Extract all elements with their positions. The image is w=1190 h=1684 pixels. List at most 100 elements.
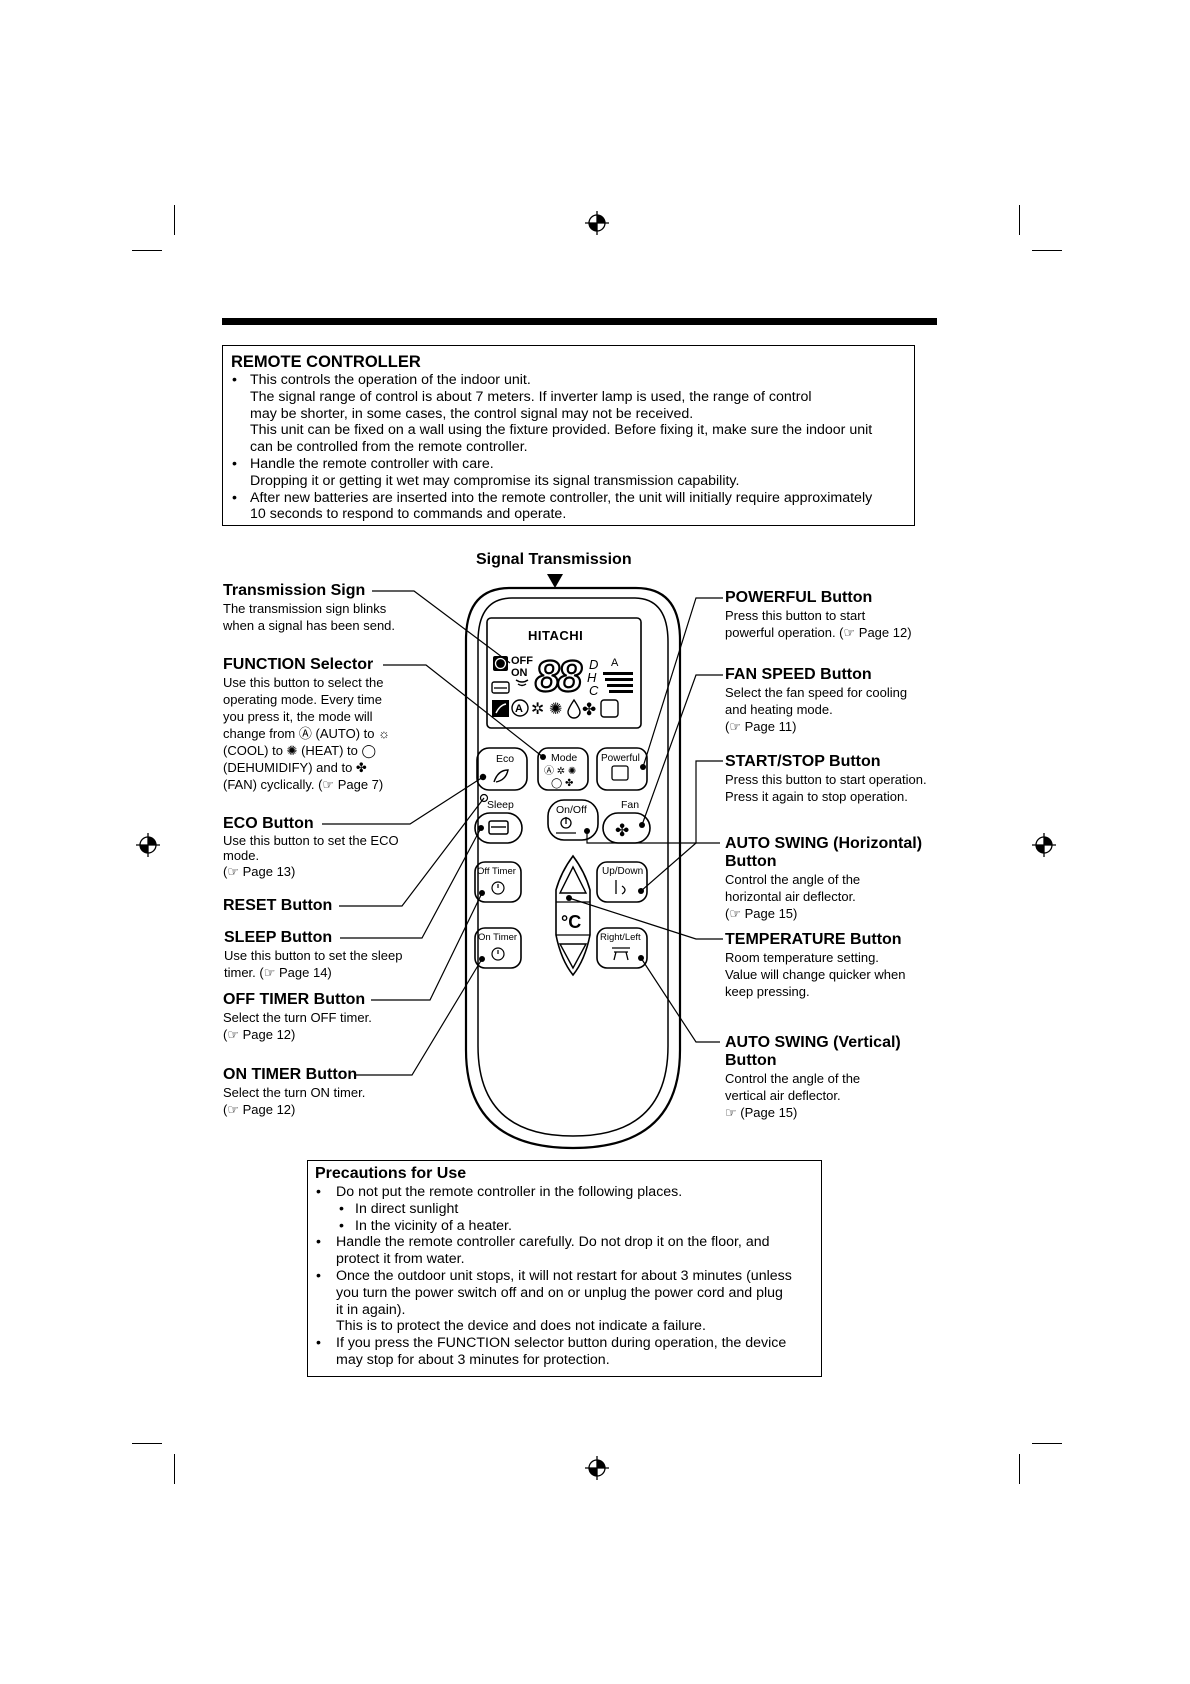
callout-text: vertical air deflector. bbox=[725, 1088, 841, 1103]
precaution-text: may stop for about 3 minutes for protect… bbox=[336, 1351, 610, 1368]
bullet: • bbox=[316, 1234, 321, 1251]
callout-title: START/STOP Button bbox=[725, 753, 881, 770]
callout-text: (☞ Page 13) bbox=[223, 864, 296, 879]
signal-transmission-label: Signal Transmission bbox=[476, 551, 632, 568]
sleep-button-label: Sleep bbox=[487, 799, 514, 811]
precaution-line: •In the vicinity of a heater. bbox=[315, 1218, 821, 1235]
crop-mark bbox=[1032, 250, 1062, 252]
eco-button-label: Eco bbox=[496, 753, 514, 765]
svg-text:A: A bbox=[515, 703, 523, 715]
lcd-contents: OFF ON 88 D H C A A ✲ ✺ ✤ bbox=[491, 651, 633, 719]
info-line-text: Handle the remote controller with care. bbox=[250, 455, 494, 472]
callout-text: (DEHUMIDIFY) and to ✤ bbox=[223, 760, 367, 775]
info-line: This unit can be fixed on a wall using t… bbox=[231, 422, 914, 439]
precaution-line: protect it from water. bbox=[315, 1251, 821, 1268]
callout-text: horizontal air deflector. bbox=[725, 889, 856, 904]
powerful-lcd-icon bbox=[600, 699, 619, 718]
fan-button[interactable]: ✤ bbox=[602, 812, 651, 844]
crop-mark bbox=[1032, 1443, 1062, 1445]
leader-lines bbox=[568, 597, 723, 1043]
callout-on-timer-button: ON TIMER Button Select the turn ON timer… bbox=[223, 1066, 365, 1118]
precaution-text: you turn the power switch off and on or … bbox=[336, 1284, 783, 1301]
info-line: 10 seconds to respond to commands and op… bbox=[231, 506, 914, 523]
eco-button[interactable]: Eco bbox=[476, 747, 528, 791]
mode-icons: Ⓐ ✲ ✺ bbox=[544, 765, 576, 777]
registration-mark-icon bbox=[585, 1456, 609, 1480]
section-rule bbox=[222, 318, 937, 325]
bullet: • bbox=[339, 1217, 344, 1234]
callout-text: (☞ Page 12) bbox=[223, 1027, 296, 1042]
precaution-line: you turn the power switch off and on or … bbox=[315, 1285, 821, 1302]
info-line-text: can be controlled from the remote contro… bbox=[250, 439, 528, 456]
lcd-a-label: A bbox=[611, 657, 619, 669]
off-timer-button-label: Off Timer bbox=[477, 866, 516, 877]
bed-icon bbox=[488, 820, 509, 835]
callout-text: when a signal has been send. bbox=[223, 618, 396, 633]
callout-text: Control the angle of the bbox=[725, 1071, 861, 1086]
clock-icon bbox=[491, 881, 505, 895]
info-line: •Handle the remote controller with care. bbox=[231, 456, 914, 473]
info-line-text: After new batteries are inserted into th… bbox=[250, 489, 873, 506]
callout-text: Use this button to set the sleep bbox=[224, 948, 403, 963]
on-timer-button[interactable]: On Timer bbox=[474, 927, 522, 969]
crop-mark bbox=[132, 250, 162, 252]
mode-button[interactable]: Mode Ⓐ ✲ ✺ ◯ ✤ bbox=[537, 747, 589, 791]
temp-unit-label: °C bbox=[561, 912, 581, 932]
callout-text: Use this button to select the bbox=[223, 675, 384, 690]
crop-mark bbox=[1019, 1454, 1021, 1484]
callout-title: FAN SPEED Button bbox=[725, 666, 872, 683]
info-line: Dropping it or getting it wet may compro… bbox=[231, 473, 914, 490]
swing-rightleft-icon bbox=[612, 947, 630, 961]
callout-transmission-sign: Transmission Sign The transmission sign … bbox=[223, 582, 395, 634]
callout-text: change from Ⓐ (AUTO) to ☼ bbox=[223, 726, 391, 741]
callout-text: Value will change quicker when bbox=[725, 967, 906, 982]
info-line: can be controlled from the remote contro… bbox=[231, 439, 914, 456]
precaution-line: •If you press the FUNCTION selector butt… bbox=[315, 1335, 821, 1352]
mode-icons-2: ◯ ✤ bbox=[551, 778, 573, 789]
callout-text: operating mode. Every time bbox=[223, 692, 382, 707]
up-down-button[interactable]: Up/Down bbox=[596, 861, 648, 903]
registration-mark-icon bbox=[585, 211, 609, 235]
bullet: • bbox=[339, 1200, 344, 1217]
callout-reset-button: RESET Button bbox=[223, 897, 332, 915]
remote-controller-body bbox=[464, 586, 682, 1150]
callout-text: ☞ (Page 15) bbox=[725, 1105, 798, 1120]
precaution-line: •Do not put the remote controller in the… bbox=[315, 1184, 821, 1201]
callout-text: The transmission sign blinks bbox=[223, 601, 387, 616]
temp-up-icon bbox=[558, 865, 588, 894]
precaution-text: Do not put the remote controller in the … bbox=[336, 1184, 683, 1200]
lcd-c-label: C bbox=[589, 683, 599, 698]
callout-text: (FAN) cyclically. (☞ Page 7) bbox=[223, 777, 384, 792]
callout-title: POWERFUL Button bbox=[725, 589, 873, 606]
powerful-button[interactable]: Powerful bbox=[596, 747, 648, 791]
off-timer-button[interactable]: Off Timer bbox=[474, 861, 522, 903]
callout-text: mode. bbox=[223, 848, 260, 863]
auto-mode-icon bbox=[511, 699, 529, 717]
precaution-line: it in again). bbox=[315, 1302, 821, 1319]
precaution-text: it in again). bbox=[336, 1301, 406, 1318]
callout-powerful-button: POWERFUL Button Press this button to sta… bbox=[725, 589, 912, 641]
fan-button-label: Fan bbox=[621, 799, 639, 811]
on-off-button[interactable]: On/Off bbox=[547, 799, 599, 841]
sleep-button[interactable] bbox=[474, 812, 523, 844]
precaution-line: This is to protect the device and does n… bbox=[315, 1318, 821, 1335]
lcd-on-label: ON bbox=[511, 667, 528, 679]
crop-mark bbox=[1019, 205, 1021, 235]
arrow-down-icon bbox=[547, 574, 563, 588]
eco-lcd-icon bbox=[492, 700, 509, 717]
callout-title: AUTO SWING (Vertical) bbox=[725, 1034, 901, 1051]
precaution-text: protect it from water. bbox=[336, 1251, 465, 1268]
info-line-text: This controls the operation of the indoo… bbox=[250, 372, 531, 388]
mode-button-label: Mode bbox=[551, 752, 577, 764]
info-line: •This controls the operation of the indo… bbox=[231, 372, 914, 389]
callout-text: and heating mode. bbox=[725, 702, 833, 717]
right-left-button[interactable]: Right/Left bbox=[596, 927, 648, 969]
temperature-button[interactable]: °C bbox=[555, 854, 591, 977]
precautions-title: Precautions for Use bbox=[315, 1165, 467, 1182]
temp-down-icon bbox=[558, 943, 588, 970]
reset-button[interactable] bbox=[479, 793, 489, 803]
precaution-line: •Handle the remote controller carefully.… bbox=[315, 1234, 821, 1251]
right-left-button-label: Right/Left bbox=[600, 932, 641, 943]
info-line: may be shorter, in some cases, the contr… bbox=[231, 406, 914, 423]
